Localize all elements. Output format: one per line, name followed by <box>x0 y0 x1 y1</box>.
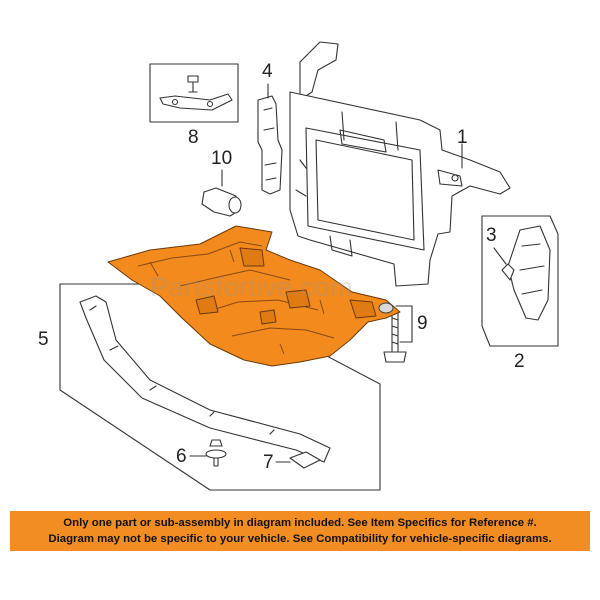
part-8-bracket-box <box>149 63 239 123</box>
part-10-sensor <box>201 169 242 217</box>
part-2-deflector-box <box>481 215 559 347</box>
callout-8: 8 <box>188 127 199 148</box>
callout-3: 3 <box>486 225 497 246</box>
notice-banner: Only one part or sub-assembly in diagram… <box>10 511 590 551</box>
part-5-lower-spoiler-box <box>59 283 381 491</box>
callout-5: 5 <box>38 329 49 350</box>
callout-1: 1 <box>457 127 468 148</box>
callout-10: 10 <box>211 148 233 169</box>
notice-line-2: Diagram may not be specific to your vehi… <box>48 533 552 545</box>
part-1-radiator-support <box>289 41 511 287</box>
part-6-push-pin <box>189 439 227 467</box>
engine-splash-shield-highlighted <box>107 225 401 367</box>
part-4-vertical-bracket <box>257 83 283 195</box>
notice-line-1: Only one part or sub-assembly in diagram… <box>63 517 537 529</box>
callout-2: 2 <box>514 351 525 372</box>
callout-7: 7 <box>263 452 274 473</box>
parts-diagram <box>59 41 559 491</box>
watermark-text: Partsfortive.com <box>150 272 354 302</box>
callout-9: 9 <box>417 313 428 334</box>
callout-4: 4 <box>262 61 273 82</box>
callout-6: 6 <box>176 446 187 467</box>
part-7-clip <box>275 451 321 469</box>
